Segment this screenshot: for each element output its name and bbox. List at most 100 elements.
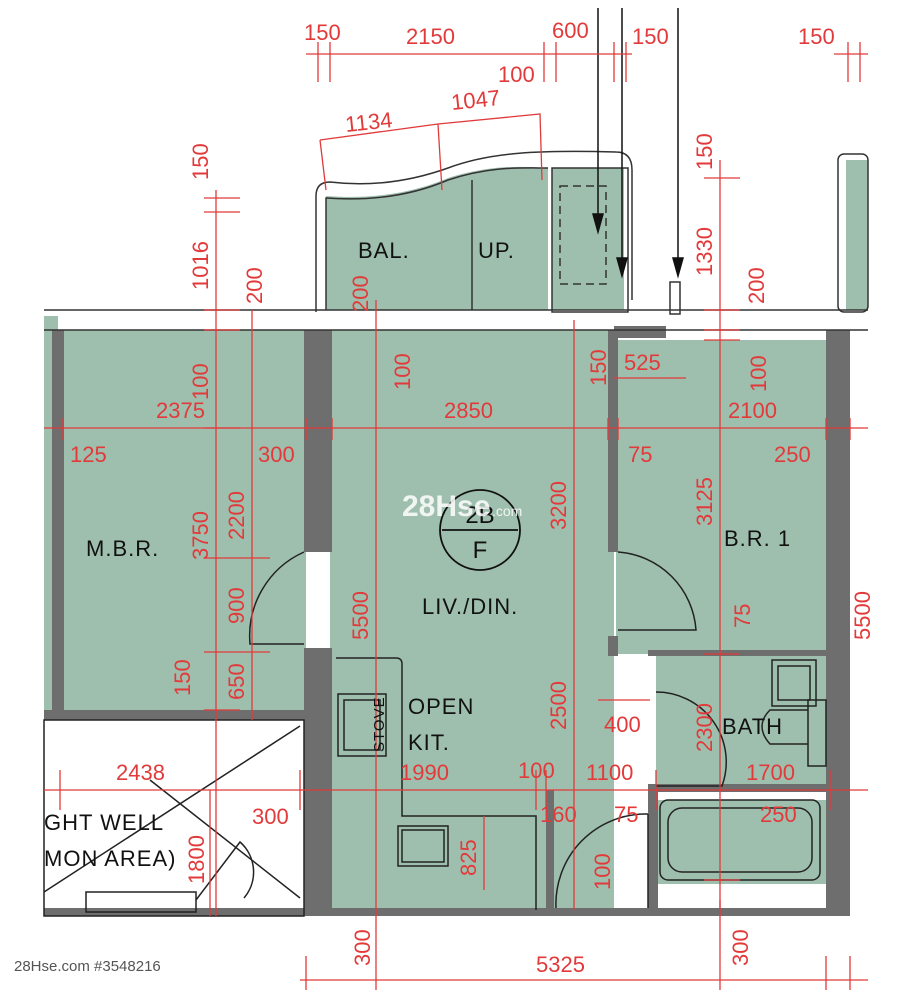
label-up: UP. bbox=[478, 238, 515, 263]
dim-top-100: 100 bbox=[498, 62, 535, 87]
stove-inner bbox=[343, 699, 381, 751]
br1-door-swing bbox=[617, 551, 697, 631]
wall-kit-bath-2 bbox=[648, 784, 658, 910]
wall-top-right bbox=[614, 326, 666, 338]
dim-w-1100: 1100 bbox=[586, 760, 633, 785]
dim-h-650: 650 bbox=[224, 663, 249, 700]
light-well-door bbox=[195, 840, 255, 901]
light-well-bench bbox=[85, 891, 197, 913]
dim-ticks-mbr bbox=[61, 418, 851, 440]
unit-badge-bottom: F bbox=[473, 537, 488, 564]
dimension-lines bbox=[44, 42, 868, 990]
dim-d-300: 300 bbox=[258, 442, 295, 467]
dimension-labels: 150 2150 600 150 150 100 1134 1047 150 1… bbox=[70, 18, 875, 977]
dim-d-125: 125 bbox=[70, 442, 107, 467]
toilet-tank bbox=[807, 699, 827, 767]
toilet-bowl bbox=[761, 709, 808, 745]
dim-h-75b: 75 bbox=[730, 604, 755, 628]
dim-left-200: 200 bbox=[242, 267, 267, 304]
wall-liv-br-lower bbox=[608, 636, 618, 656]
dim-w-2100: 2100 bbox=[728, 398, 777, 423]
wall-bath-div bbox=[648, 650, 828, 656]
balcony-inner bbox=[325, 167, 549, 310]
dim-b-300a: 300 bbox=[350, 929, 375, 966]
dim-h-900: 900 bbox=[224, 587, 249, 624]
watermark-suffix: .com bbox=[492, 503, 522, 519]
room-labels: BAL. UP. M.B.R. B.R. 1 LIV./DIN. OPEN KI… bbox=[44, 238, 791, 871]
dim-ticks-top bbox=[317, 42, 861, 82]
dim-curve-1134: 1134 bbox=[344, 107, 394, 137]
wall-kit-bath-1 bbox=[546, 790, 554, 910]
up-outline bbox=[551, 167, 629, 313]
wall-liv-br-upper bbox=[608, 330, 618, 552]
dim-h-5500r: 5500 bbox=[850, 591, 875, 640]
dim-d-300lw: 300 bbox=[252, 804, 289, 829]
arrow-head-2 bbox=[616, 257, 628, 279]
kitchen-counter bbox=[336, 657, 537, 910]
right-strip-floor bbox=[846, 160, 868, 310]
wall-bath-mid bbox=[656, 784, 826, 792]
dim-top-150c: 150 bbox=[798, 24, 835, 49]
dim-curve-1047: 1047 bbox=[450, 85, 501, 115]
dim-b-300b: 300 bbox=[728, 929, 753, 966]
label-balcony: BAL. bbox=[358, 238, 410, 263]
dim-br-100: 100 bbox=[746, 355, 771, 392]
dim-top-150b: 150 bbox=[632, 24, 669, 49]
dim-h-150: 150 bbox=[170, 659, 195, 696]
label-mbr: M.B.R. bbox=[86, 536, 159, 561]
dim-w-1990: 1990 bbox=[400, 760, 449, 785]
wall-bottom bbox=[44, 908, 850, 916]
master-bedroom-floor bbox=[62, 330, 306, 710]
walls bbox=[44, 326, 850, 916]
bedroom-1-floor bbox=[616, 340, 832, 654]
unit-badge-top: 2B bbox=[465, 502, 494, 529]
dim-h-825: 825 bbox=[456, 839, 481, 876]
dim-h-3200: 3200 bbox=[546, 481, 571, 530]
bath-lower-floor bbox=[656, 800, 828, 884]
bath-door-swing bbox=[655, 691, 727, 787]
bathtub-inner bbox=[667, 807, 813, 873]
balcony-floor bbox=[326, 166, 548, 310]
dim-h-2300: 2300 bbox=[692, 703, 717, 752]
light-well-diagonal-1 bbox=[43, 725, 301, 893]
wall-mbr-bottom bbox=[44, 710, 306, 720]
dim-top-600: 600 bbox=[552, 18, 589, 43]
dim-w-2438: 2438 bbox=[116, 760, 165, 785]
dim-w-400: 400 bbox=[604, 712, 641, 737]
label-stove: STOVE bbox=[371, 696, 388, 752]
label-bath: BATH bbox=[722, 714, 783, 739]
dim-w-100k: 100 bbox=[518, 758, 555, 783]
dim-bal-200: 200 bbox=[348, 275, 373, 312]
dim-top-150a: 150 bbox=[304, 20, 341, 45]
right-balcony-outline bbox=[837, 153, 869, 313]
dim-w-525: 525 bbox=[624, 350, 661, 375]
label-open-kit-1: OPEN bbox=[408, 694, 474, 719]
unit-badge: 2B F bbox=[439, 489, 521, 571]
balcony-outline bbox=[315, 150, 633, 312]
wall-right bbox=[826, 330, 850, 910]
dim-h-3750: 3750 bbox=[188, 511, 213, 560]
sink bbox=[397, 825, 449, 867]
kitchen-door-swing bbox=[555, 813, 649, 909]
light-well-diagonal-2 bbox=[149, 779, 301, 899]
dim-d-250a: 250 bbox=[774, 442, 811, 467]
label-open-kit-2: KIT. bbox=[408, 730, 450, 755]
footer-credit: 28Hse.com #3548216 bbox=[14, 958, 161, 975]
dim-w-2375: 2375 bbox=[156, 398, 205, 423]
dim-w-1700: 1700 bbox=[746, 760, 795, 785]
sink-inner bbox=[401, 829, 445, 863]
label-br1: B.R. 1 bbox=[724, 526, 791, 551]
room-floors bbox=[44, 160, 868, 910]
stove bbox=[337, 693, 387, 757]
label-liv-din: LIV./DIN. bbox=[422, 594, 518, 619]
dim-ticks-right bbox=[704, 177, 740, 881]
wall-mbr-left bbox=[52, 330, 64, 712]
dim-h-2500: 2500 bbox=[546, 681, 571, 730]
dim-right-200: 200 bbox=[744, 267, 769, 304]
dim-curve bbox=[319, 113, 543, 191]
dim-d-75a: 75 bbox=[628, 442, 652, 467]
dim-left-1016: 1016 bbox=[188, 241, 213, 290]
basin bbox=[771, 659, 817, 707]
dim-w-2850: 2850 bbox=[444, 398, 493, 423]
